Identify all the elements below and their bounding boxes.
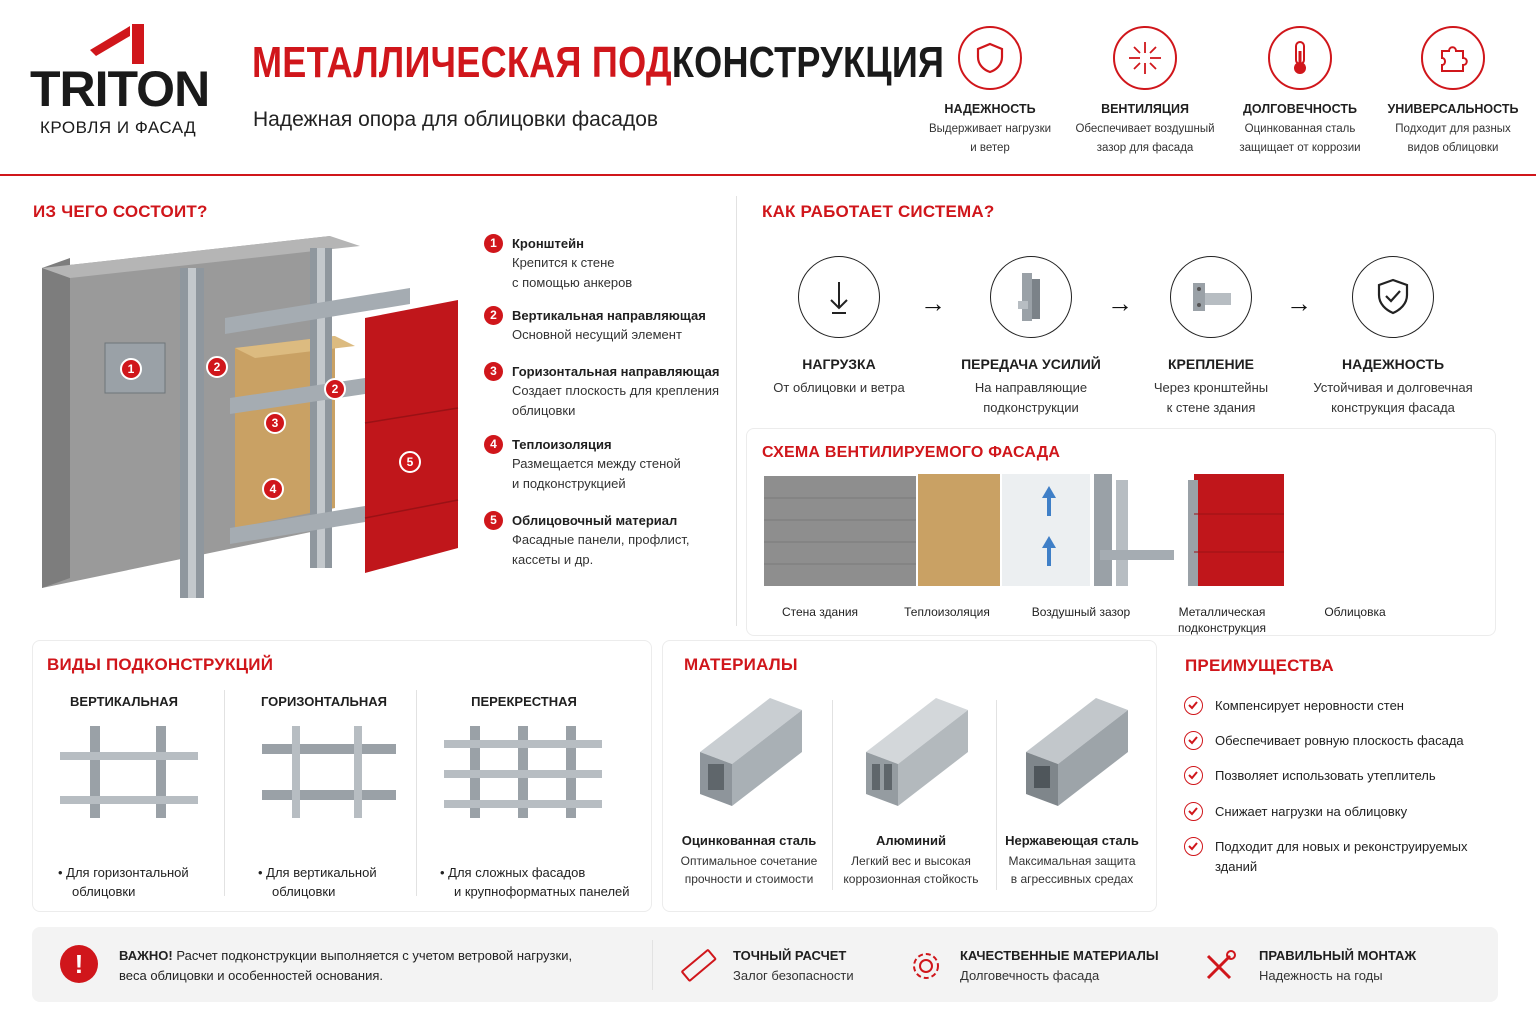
marker-bracket: 1 bbox=[120, 358, 142, 380]
check-circle-icon bbox=[1184, 696, 1203, 715]
badge-installation: ПРАВИЛЬНЫЙ МОНТАЖ Надежность на годы bbox=[1259, 948, 1417, 983]
scheme-label-wall: Стена здания bbox=[781, 605, 859, 619]
advantage-item: Обеспечивает ровную плоскость фасада bbox=[1184, 731, 1494, 751]
material-aluminium-title: Алюминий bbox=[875, 833, 947, 848]
check-circle-icon bbox=[1184, 837, 1203, 856]
check-circle-icon bbox=[1184, 731, 1203, 750]
thermometer-icon bbox=[1268, 26, 1332, 90]
badge-calculation: ТОЧНЫЙ РАСЧЕТ Залог безопасности bbox=[733, 948, 854, 983]
scheme-label-cladding: Облицовка bbox=[1324, 605, 1386, 619]
types-title: ВИДЫ ПОДКОНСТРУКЦИЙ bbox=[47, 655, 274, 674]
advantage-item: Снижает нагрузки на облицовку bbox=[1184, 802, 1494, 822]
legend-insulation: 4 Теплоизоляция Размещается между стеной… bbox=[484, 435, 724, 494]
important-note: ВАЖНО! Расчет подконструкции выполняется… bbox=[119, 948, 573, 983]
types-divider bbox=[416, 690, 417, 896]
check-circle-icon bbox=[1184, 802, 1203, 821]
legend-cladding: 5 Облицовочный материал Фасадные панели,… bbox=[484, 511, 724, 570]
puzzle-icon bbox=[1421, 26, 1485, 90]
logo-wordmark: TRITON bbox=[30, 61, 210, 117]
marker-vertical-rail: 2 bbox=[206, 356, 228, 378]
rail-icon bbox=[990, 256, 1072, 338]
materials-title: МАТЕРИАЛЫ bbox=[684, 655, 798, 674]
gear-icon bbox=[913, 953, 939, 979]
types-divider bbox=[224, 690, 225, 896]
aluminium-profile-illustration bbox=[866, 698, 968, 806]
bottom-divider bbox=[652, 940, 653, 990]
advantage-item: Подходит для новых и реконструируемых зд… bbox=[1184, 837, 1484, 877]
step-arrow-icon: → bbox=[1107, 288, 1133, 318]
advantages-title: ПРЕИМУЩЕСТВА bbox=[1185, 656, 1334, 675]
legend-horizontal-rail: 3 Горизонтальная направляющая Создает пл… bbox=[484, 362, 724, 421]
important-bar bbox=[32, 927, 1498, 1002]
page-title: МЕТАЛЛИЧЕСКАЯ ПОДКОНСТРУКЦИЯ bbox=[252, 38, 945, 87]
marker-cladding: 5 bbox=[399, 451, 421, 473]
materials-divider bbox=[832, 700, 833, 890]
ruler-icon bbox=[681, 949, 717, 982]
logo-subtitle: КРОВЛЯ И ФАСАД bbox=[40, 118, 197, 137]
load-arrow-icon bbox=[798, 256, 880, 338]
advantage-item: Компенсирует неровности стен bbox=[1184, 696, 1494, 716]
marker-vertical-rail-2: 2 bbox=[324, 378, 346, 400]
logo-roof-icon bbox=[90, 24, 144, 64]
check-circle-icon bbox=[1184, 766, 1203, 785]
composition-title: ИЗ ЧЕГО СОСТОИТ? bbox=[33, 202, 208, 221]
type-vertical-title: ВЕРТИКАЛЬНАЯ bbox=[70, 694, 178, 709]
warning-icon: ! bbox=[60, 945, 98, 983]
materials-divider bbox=[996, 700, 997, 890]
shield-icon bbox=[958, 26, 1022, 90]
facade-scheme-illustration bbox=[764, 474, 1284, 586]
stainless-steel-profile-illustration bbox=[1026, 698, 1128, 806]
material-stainless-title: Нержавеющая сталь bbox=[1005, 833, 1139, 848]
marker-horizontal-rail: 3 bbox=[264, 412, 286, 434]
substructure-illustration bbox=[42, 236, 459, 598]
legend-bracket: 1 Кронштейн Крепится к стене с помощью а… bbox=[484, 234, 724, 293]
tools-icon bbox=[1206, 950, 1236, 980]
shield-check-icon bbox=[1352, 256, 1434, 338]
scheme-label-insulation: Теплоизоляция bbox=[904, 605, 990, 619]
type-horizontal-title: ГОРИЗОНТАЛЬНАЯ bbox=[260, 694, 388, 709]
section-divider bbox=[736, 196, 737, 626]
galvanized-steel-profile-illustration bbox=[700, 698, 802, 806]
scheme-label-air-gap: Воздушный зазор bbox=[1031, 605, 1131, 619]
page-subtitle: Надежная опора для облицовки фасадов bbox=[253, 108, 659, 131]
material-steel-title: Оцинкованная сталь bbox=[681, 833, 817, 848]
airflow-icon bbox=[1113, 26, 1177, 90]
step-arrow-icon: → bbox=[1286, 288, 1312, 318]
type-cross-title: ПЕРЕКРЕСТНАЯ bbox=[471, 694, 577, 709]
legend-vertical-rail: 2 Вертикальная направляющая Основной нес… bbox=[484, 306, 724, 345]
badge-materials: КАЧЕСТВЕННЫЕ МАТЕРИАЛЫ Долговечность фас… bbox=[960, 948, 1159, 983]
marker-insulation: 4 bbox=[262, 478, 284, 500]
cross-frame-illustration bbox=[444, 726, 602, 818]
how-title: КАК РАБОТАЕТ СИСТЕМА? bbox=[762, 202, 995, 221]
horizontal-frame-illustration bbox=[262, 726, 396, 818]
scheme-title: СХЕМА ВЕНТИЛИРУЕМОГО ФАСАДА bbox=[762, 444, 1061, 461]
vertical-frame-illustration bbox=[60, 726, 198, 818]
advantage-item: Позволяет использовать утеплитель bbox=[1184, 766, 1494, 786]
header-divider bbox=[0, 174, 1536, 176]
bracket-icon bbox=[1170, 256, 1252, 338]
step-load: НАГРУЗКА От облицовки и ветра bbox=[744, 256, 934, 398]
step-arrow-icon: → bbox=[920, 288, 946, 318]
